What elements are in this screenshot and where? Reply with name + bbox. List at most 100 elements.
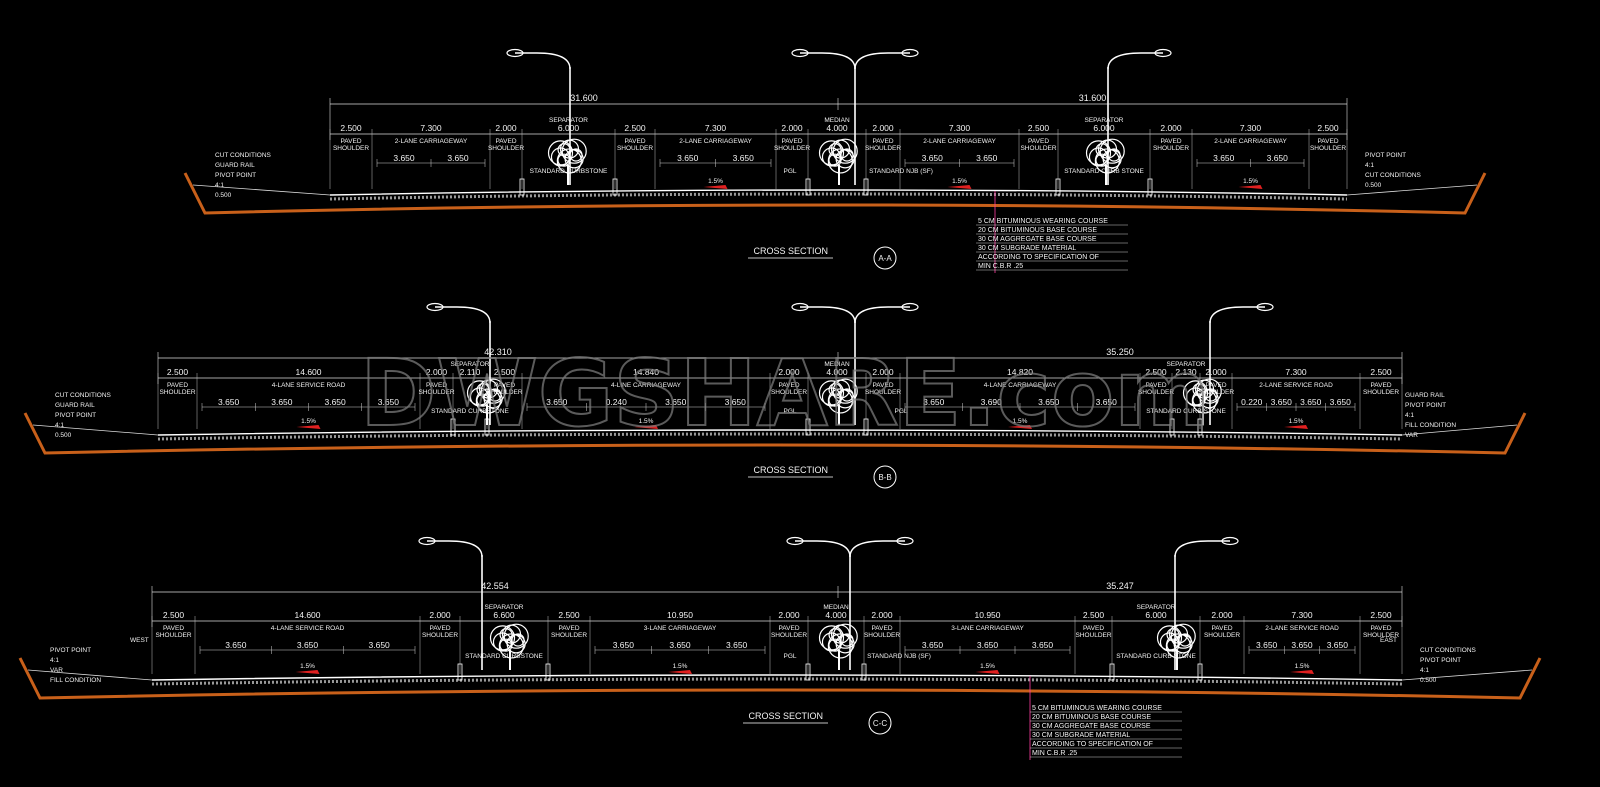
tree-foliage xyxy=(832,378,858,404)
curb xyxy=(1147,178,1153,196)
segment-label: PAVED xyxy=(429,625,450,632)
layer-note: 5 CM BITUMINOUS WEARING COURSE xyxy=(978,218,1108,225)
tree-foliage xyxy=(1156,625,1183,651)
lane-dimension: 3.650 xyxy=(923,397,945,407)
segment-label: 2-LANE CARRIAGEWAY xyxy=(923,138,996,145)
segment-dimension: 7.300 xyxy=(420,123,442,133)
segment-label: SHOULDER xyxy=(865,145,901,152)
curb xyxy=(519,178,525,196)
note-left: 0.500 xyxy=(55,432,72,439)
segment-dimension: 2.000 xyxy=(429,610,451,620)
note-left: GUARD RAIL xyxy=(55,402,95,409)
segment-dimension: 4.000 xyxy=(826,367,848,377)
tree-foliage xyxy=(547,140,574,166)
street-light-icon xyxy=(786,536,914,670)
segment-dimension: 2.000 xyxy=(1205,367,1227,377)
lane-dimension: 3.650 xyxy=(922,640,944,650)
slope-label: 1.5% xyxy=(708,178,723,185)
lane-dimension: 3.650 xyxy=(1256,640,1278,650)
curb xyxy=(1197,418,1203,436)
segment-label: PAVED xyxy=(1160,138,1181,145)
segment-label: PAVED xyxy=(1145,382,1166,389)
slope-arrow xyxy=(1290,670,1314,674)
note-right: 4:1 xyxy=(1365,162,1374,169)
segment-label: SHOULDER xyxy=(771,632,807,639)
side-slope xyxy=(27,669,1533,681)
segment-label: SHOULDER xyxy=(1363,389,1399,396)
light-arm xyxy=(515,52,571,70)
note-right: PIVOT POINT xyxy=(1420,657,1461,664)
slope-arrow xyxy=(1008,425,1032,429)
segment-dimension: 2.500 xyxy=(494,367,516,377)
slope-arrow xyxy=(947,185,972,189)
segment-label: 2-LANE CARRIAGEWAY xyxy=(395,138,468,145)
layer-note: 5 CM BITUMINOUS WEARING COURSE xyxy=(1032,705,1162,712)
slope-arrow xyxy=(668,670,692,674)
segment-label: SHOULDER xyxy=(418,389,454,396)
tree-foliage xyxy=(1085,140,1112,166)
ground-line xyxy=(23,412,1527,455)
light-arm xyxy=(1107,52,1163,70)
segment-label: PAVED xyxy=(167,382,188,389)
tree-foliage xyxy=(1099,138,1125,164)
curb xyxy=(863,418,869,436)
lane-dimension: 3.650 xyxy=(218,397,240,407)
segment-label: PAVED xyxy=(1317,138,1338,145)
segment-label: SHOULDER xyxy=(771,389,807,396)
road-surface xyxy=(157,429,1403,436)
segment-label: PAVED xyxy=(1205,382,1226,389)
street-light-icon xyxy=(418,536,483,670)
segment-dimension: 2.500 xyxy=(1145,367,1167,377)
section-title: CROSS SECTION xyxy=(748,711,823,721)
slope-label: 1.5% xyxy=(301,418,316,425)
tree-icon xyxy=(818,138,858,185)
section-bubble xyxy=(873,465,897,489)
segment-dimension: 2.000 xyxy=(778,610,800,620)
street-light-icon xyxy=(1209,302,1274,425)
segment-dimension: 2.500 xyxy=(624,123,646,133)
light-arm xyxy=(849,540,905,558)
curb xyxy=(805,418,811,436)
misc-label: STANDARD NJB (SF) xyxy=(869,168,933,175)
lane-dimension: 3.650 xyxy=(726,640,748,650)
segment-label: SHOULDER xyxy=(1310,145,1346,152)
slope-arrow xyxy=(1284,425,1308,429)
tree-foliage xyxy=(818,380,845,406)
tree-icon xyxy=(1156,623,1196,670)
segment-label: SEPARATOR xyxy=(1084,117,1123,124)
note-right: 0.500 xyxy=(1420,677,1437,684)
lane-dimension: 3.650 xyxy=(546,397,568,407)
lane-dimension: 3.650 xyxy=(271,397,293,407)
light-arm xyxy=(435,306,491,324)
segment-label: SEPARATOR xyxy=(1166,361,1205,368)
misc-label: PGL xyxy=(783,653,796,660)
segment-dimension: 7.300 xyxy=(1240,123,1262,133)
segment-label: PAVED xyxy=(624,138,645,145)
lane-dimension: 3.650 xyxy=(297,640,319,650)
note-right: EAST xyxy=(1380,637,1397,644)
segment-label: PAVED xyxy=(1370,625,1391,632)
segment-dimension: 14.820 xyxy=(1007,367,1033,377)
curb xyxy=(545,663,551,681)
note-right: FILL CONDITION xyxy=(1405,422,1456,429)
segment-dimension: 2.000 xyxy=(778,367,800,377)
segment-label: SHOULDER xyxy=(617,145,653,152)
segment-dimension: 2.000 xyxy=(426,367,448,377)
section-bubble xyxy=(868,711,892,735)
slope-label: 1.5% xyxy=(1295,663,1310,670)
misc-label: STANDARD CURB STONE xyxy=(1116,653,1196,660)
layer-note: 30 CM AGGREGATE BASE COURSE xyxy=(978,236,1097,243)
curb xyxy=(450,418,456,436)
tree-icon xyxy=(1182,378,1222,425)
light-lamp xyxy=(786,536,804,546)
segment-dimension: 7.300 xyxy=(949,123,971,133)
segment-label: PAVED xyxy=(778,382,799,389)
layer-note: 20 CM BITUMINOUS BASE COURSE xyxy=(1032,714,1151,721)
note-right: CUT CONDITIONS xyxy=(1365,172,1422,179)
section-bubble-label: B-B xyxy=(878,473,891,482)
segment-label: MEDIAN xyxy=(823,604,849,611)
side-slope xyxy=(192,184,1478,196)
tree-foliage xyxy=(1170,623,1196,649)
segment-dimension: 2.500 xyxy=(1370,610,1392,620)
